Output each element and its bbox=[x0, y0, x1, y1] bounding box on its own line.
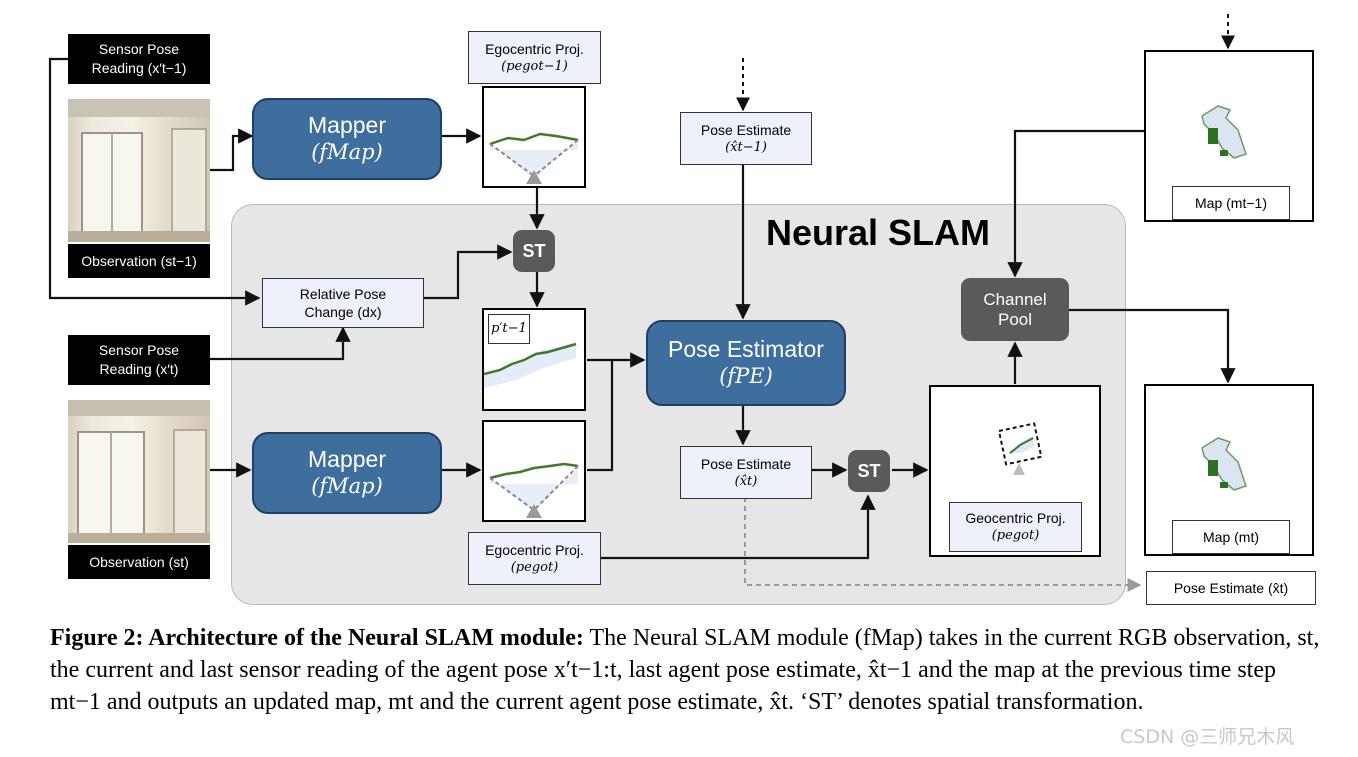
egocentric-proj-top-frame bbox=[482, 86, 586, 188]
pose-estimator-module: Pose Estimator (fPE) bbox=[646, 320, 846, 406]
observation-image-top bbox=[68, 99, 210, 242]
pose-estimate-mid-box: Pose Estimate (x̂t) bbox=[680, 446, 812, 499]
edge-obs-top-to-mapper bbox=[210, 128, 254, 172]
observation-label-bottom: Observation (st) bbox=[68, 545, 210, 579]
edge-sensor-top-to-relpose bbox=[48, 57, 261, 306]
sensor-top-line1: Sensor Pose bbox=[98, 41, 180, 57]
edge-sensor-bottom-to-relpose bbox=[210, 326, 351, 361]
observation-label-top: Observation (st−1) bbox=[68, 244, 210, 278]
mapper-top-label: Mapper bbox=[308, 112, 386, 138]
edge-egolabel-to-st bbox=[599, 494, 876, 560]
figure-caption: Figure 2: Architecture of the Neural SLA… bbox=[50, 622, 1320, 718]
p-prime-label: p′t−1 bbox=[488, 314, 530, 344]
egocentric-proj-top-label: Egocentric Proj. (pegot−1) bbox=[468, 31, 601, 84]
mapper-bottom-module: Mapper (fMap) bbox=[252, 432, 442, 514]
sensor-pose-reading-top: Sensor Pose Reading (x′t−1) bbox=[68, 34, 210, 84]
observation-image-bottom bbox=[68, 400, 210, 543]
pose-estimator-math: (fPE) bbox=[719, 364, 773, 388]
pose-estimator-label: Pose Estimator bbox=[668, 336, 824, 362]
edge-maptop-to-pool bbox=[1007, 129, 1144, 278]
connector-lines bbox=[48, 14, 1236, 592]
map-previous-label: Map (mt−1) bbox=[1172, 186, 1290, 220]
spatial-transform-bottom: ST bbox=[848, 450, 890, 492]
caption-label: Figure 2: Architecture of the Neural SLA… bbox=[50, 625, 584, 651]
channel-pool-module: Channel Pool bbox=[961, 278, 1069, 341]
relative-pose-change-box: Relative Pose Change (dx) bbox=[262, 278, 424, 328]
mapper-top-module: Mapper (fMap) bbox=[252, 98, 442, 180]
edge-relpose-to-st bbox=[422, 244, 513, 300]
sensor-bottom-line2: Reading (x′t) bbox=[99, 361, 179, 377]
sensor-top-line2: Reading (x′t−1) bbox=[91, 60, 187, 76]
edge-pool-to-mapbottom bbox=[1069, 308, 1236, 384]
sensor-pose-reading-bottom: Sensor Pose Reading (x′t) bbox=[68, 335, 210, 385]
watermark-text: CSDN @三师兄木风 bbox=[1120, 726, 1295, 748]
mapper-top-math: (fMap) bbox=[311, 140, 383, 164]
edge-ego-bottom-to-pe bbox=[587, 360, 614, 472]
mapper-bottom-math: (fMap) bbox=[311, 474, 383, 498]
pose-estimate-top-box: Pose Estimate (x̂t−1) bbox=[680, 112, 812, 165]
mapper-bottom-label: Mapper bbox=[308, 446, 386, 472]
neural-slam-title: Neural SLAM bbox=[766, 212, 991, 253]
edge-posemid-to-output bbox=[744, 497, 1142, 592]
geocentric-proj-label: Geocentric Proj. (pegot) bbox=[949, 502, 1082, 552]
spatial-transform-top: ST bbox=[513, 230, 555, 272]
egocentric-proj-bottom-frame bbox=[482, 420, 586, 522]
map-updated-label: Map (mt) bbox=[1172, 520, 1290, 554]
sensor-bottom-line1: Sensor Pose bbox=[98, 342, 180, 358]
egocentric-proj-bottom-label: Egocentric Proj. (pegot) bbox=[468, 532, 601, 585]
caption-text: The Neural SLAM module (fMap) takes in t… bbox=[50, 625, 1320, 715]
pose-estimate-output-box: Pose Estimate (x̂t) bbox=[1146, 571, 1316, 605]
